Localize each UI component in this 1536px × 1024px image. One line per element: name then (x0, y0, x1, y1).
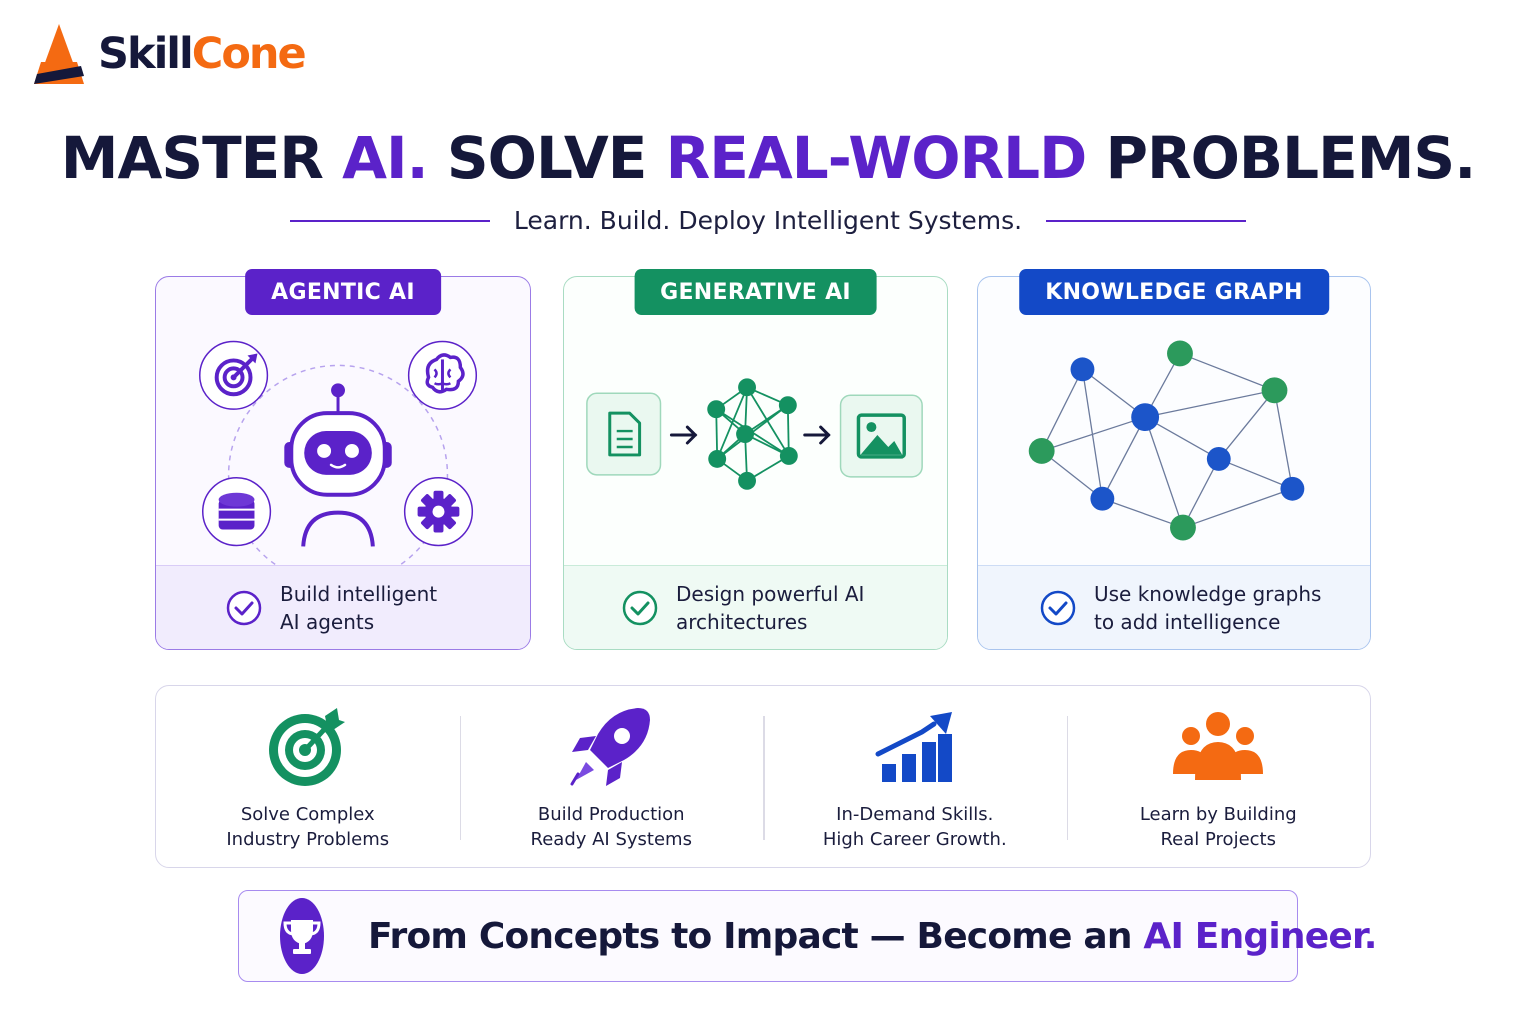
card-badge: AGENTIC AI (245, 269, 441, 315)
team-icon (1173, 712, 1264, 780)
check-circle-icon (1040, 590, 1076, 625)
target-icon (199, 340, 269, 410)
card-caption: Use knowledge graphs to add intelligence (1094, 581, 1322, 634)
rocket-icon (570, 708, 651, 786)
trophy-icon (280, 898, 324, 974)
feature-production-ai[interactable]: Build Production Ready AI Systems (459, 686, 764, 867)
page-headline: MASTER AI. SOLVE REAL-WORLD PROBLEMS. (60, 124, 1477, 192)
arrow-right-icon (669, 425, 831, 445)
divider-right (1046, 219, 1247, 222)
cone-logo-icon (34, 24, 84, 84)
feature-career-growth[interactable]: In-Demand Skills. High Career Growth. (763, 686, 1067, 867)
feature-label: In-Demand Skills. High Career Growth. (822, 804, 1007, 850)
robot-icon (284, 383, 392, 547)
card-badge: KNOWLEDGE GRAPH (1019, 269, 1329, 315)
divider-left (289, 219, 490, 222)
agentic-ai-illustration (199, 340, 478, 567)
check-circle-icon (622, 590, 658, 625)
generative-ai-illustration (586, 378, 923, 490)
features-panel: Solve Complex Industry Problems Build Pr… (155, 685, 1371, 868)
subheadline: Learn. Build. Deploy Intelligent Systems… (0, 206, 1536, 235)
cta-banner[interactable]: From Concepts to Impact — Become an AI E… (238, 890, 1377, 982)
card-badge: GENERATIVE AI (634, 269, 877, 315)
feature-label: Build Production Ready AI Systems (530, 804, 692, 850)
card-generative-ai[interactable]: GENERATIVE AI (563, 269, 948, 650)
graph-network-icon (1028, 340, 1305, 541)
feature-label: Learn by Building Real Projects (1139, 804, 1297, 850)
card-caption: Design powerful AI architectures (676, 581, 865, 634)
card-footer: Design powerful AI architectures (564, 565, 947, 649)
card-footer: Use knowledge graphs to add intelligence (978, 565, 1370, 649)
target-icon (268, 708, 345, 786)
card-knowledge-graph[interactable]: KNOWLEDGE GRAPH (977, 269, 1371, 650)
gear-icon (403, 477, 474, 547)
database-icon (202, 477, 272, 547)
neural-network-icon (707, 378, 798, 490)
banner-text: From Concepts to Impact — Become an AI E… (368, 915, 1377, 957)
subheadline-text: Learn. Build. Deploy Intelligent Systems… (513, 206, 1023, 235)
feature-real-projects[interactable]: Learn by Building Real Projects (1066, 686, 1371, 867)
document-icon (586, 392, 662, 476)
brain-icon (407, 340, 478, 410)
growth-chart-icon (875, 712, 952, 782)
check-circle-icon (226, 590, 262, 625)
card-footer: Build intelligent AI agents (156, 565, 530, 649)
card-caption: Build intelligent AI agents (280, 581, 438, 634)
image-icon (839, 394, 923, 478)
card-agentic-ai[interactable]: AGENTIC AI (155, 269, 531, 650)
brand-logo[interactable]: SkillCone (32, 22, 307, 86)
feature-solve-problems[interactable]: Solve Complex Industry Problems (156, 686, 460, 867)
brand-name: SkillCone (98, 29, 307, 79)
feature-label: Solve Complex Industry Problems (226, 804, 390, 850)
